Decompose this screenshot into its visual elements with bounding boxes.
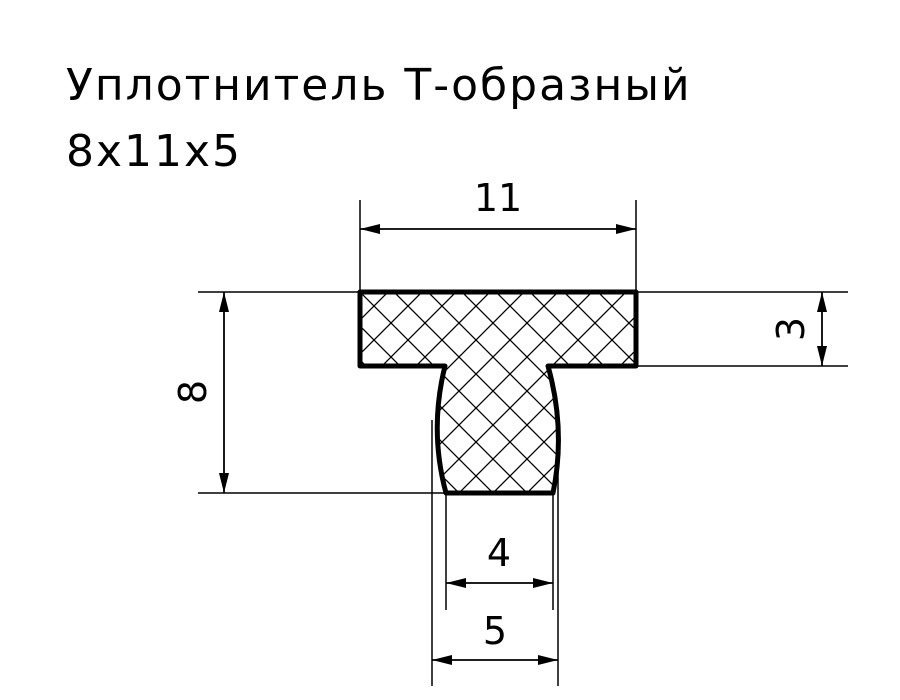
- drawing-title: Уплотнитель Т-образный: [66, 60, 692, 111]
- t-profile-section: [357, 289, 639, 496]
- dimension-flange-thickness: 3: [769, 317, 813, 341]
- dimension-stem-bottom-width: 4: [487, 531, 511, 575]
- extension-lines: [198, 200, 848, 686]
- dimension-total-height: 8: [171, 380, 215, 404]
- drawing-size-code: 8х11х5: [66, 126, 243, 177]
- dimension-top-width: 11: [474, 176, 522, 220]
- dimension-stem-max-width: 5: [483, 609, 507, 653]
